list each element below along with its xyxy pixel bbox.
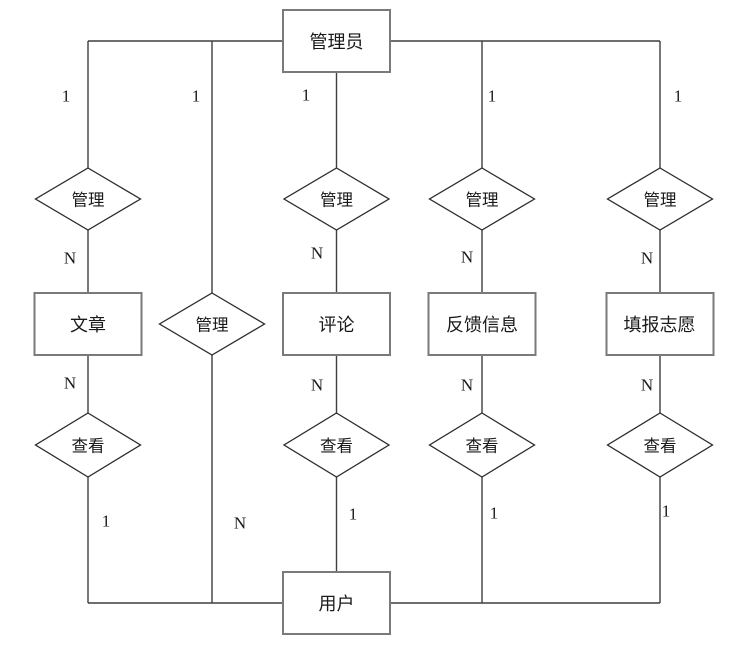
cardinality-view-comment-one: 1: [349, 505, 358, 524]
cardinality-manage-user-many: N: [234, 514, 246, 533]
entity-box-admin: [282, 9, 391, 73]
entity-label-comment: 评论: [319, 315, 355, 335]
relationship-label-view-comment: 查看: [320, 437, 353, 456]
relationship-diamond-manage-user: [158, 292, 266, 356]
relationship-label-manage-feedback: 管理: [466, 191, 499, 210]
cardinality-view-application-one: 1: [662, 502, 671, 521]
entity-box-application: [605, 292, 715, 356]
cardinality-manage-comment-many: N: [311, 244, 323, 263]
cardinality-application-view-many: N: [641, 376, 653, 395]
entity-label-feedback: 反馈信息: [446, 315, 518, 335]
entity-label-admin: 管理员: [310, 32, 364, 52]
relationship-diamond-view-comment: [282, 412, 391, 478]
relationship-diamond-view-feedback: [428, 412, 536, 478]
relationship-diamond-manage-article: [34, 167, 142, 231]
entity-boxes: [33, 9, 715, 635]
relationship-diamond-view-article: [34, 412, 142, 478]
entity-box-comment: [282, 292, 391, 356]
cardinality-admin-comment-one: 1: [302, 86, 311, 105]
relationship-label-view-feedback: 查看: [466, 437, 499, 456]
relationship-diamond-manage-comment: [282, 167, 391, 231]
cardinality-manage-article-many: N: [64, 249, 76, 268]
cardinality-admin-application-one: 1: [674, 87, 683, 106]
cardinality-article-view-many: N: [64, 374, 76, 393]
entity-label-article: 文章: [70, 315, 106, 335]
cardinality-manage-application-many: N: [641, 249, 653, 268]
cardinality-admin-article-one: 1: [62, 87, 71, 106]
relationship-label-manage-article: 管理: [72, 191, 105, 210]
relationship-label-view-article: 查看: [72, 437, 105, 456]
cardinality-feedback-view-many: N: [461, 376, 473, 395]
cardinality-admin-feedback-one: 1: [488, 87, 497, 106]
entity-box-feedback: [427, 292, 537, 356]
relationship-label-manage-user: 管理: [196, 316, 229, 335]
cardinality-view-article-one: 1: [102, 512, 111, 531]
entity-box-article: [33, 292, 143, 356]
relationship-diamond-manage-application: [606, 167, 714, 231]
cardinality-view-feedback-one: 1: [490, 504, 499, 523]
relationship-diamond-view-application: [606, 412, 714, 478]
entity-box-user: [282, 571, 391, 635]
cardinality-admin-user-one: 1: [192, 87, 201, 106]
relationship-diamonds: [34, 167, 714, 478]
entity-labels: 管理员 文章 评论 反馈信息 填报志愿 用户: [70, 32, 696, 614]
entity-label-application: 填报志愿: [624, 315, 696, 335]
cardinality-comment-view-many: N: [311, 376, 323, 395]
cardinality-labels: 1 1 1 1 1 N N N N N N N N 1 N 1 1 1: [62, 86, 683, 533]
cardinality-manage-feedback-many: N: [461, 248, 473, 267]
relationship-diamond-manage-feedback: [428, 167, 536, 231]
relationship-label-view-application: 查看: [644, 437, 677, 456]
relationship-label-manage-comment: 管理: [320, 191, 353, 210]
relationship-labels: 管理 管理 管理 管理 管理 查看 查看 查看 查看: [72, 191, 677, 456]
relationship-label-manage-application: 管理: [644, 191, 677, 210]
entity-label-user: 用户: [319, 594, 355, 614]
